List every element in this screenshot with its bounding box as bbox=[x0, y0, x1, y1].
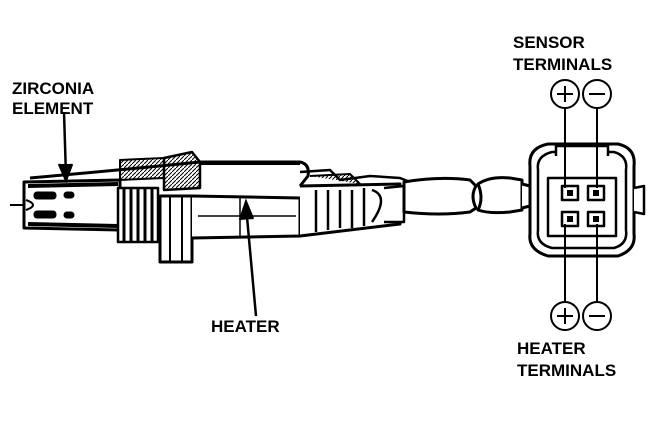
terminal-leaders bbox=[564, 108, 598, 302]
heater-terminals-label-line2: TERMINALS bbox=[517, 361, 616, 380]
sensor-polarity bbox=[550, 79, 612, 109]
zirconia-probe bbox=[22, 178, 122, 232]
heater-polarity bbox=[550, 301, 612, 331]
sensor-terminals-label-line2: TERMINALS bbox=[513, 55, 612, 74]
heater-terminals-label-line1: HEATER bbox=[517, 339, 586, 358]
hex-nut bbox=[119, 150, 202, 264]
threaded-section bbox=[116, 186, 160, 244]
cable bbox=[402, 176, 532, 216]
zirconia-callout bbox=[57, 111, 74, 184]
cable-boot bbox=[299, 168, 411, 238]
connector bbox=[528, 142, 646, 258]
heater-label: HEATER bbox=[211, 317, 280, 336]
zirconia-label-line1: ZIRCONIA bbox=[12, 79, 94, 98]
sensor-body bbox=[22, 150, 411, 264]
heater-callout bbox=[238, 198, 258, 317]
sensor-terminals-label-line1: SENSOR bbox=[513, 33, 585, 52]
zirconia-label-line2: ELEMENT bbox=[12, 99, 94, 118]
upper-housing bbox=[29, 160, 310, 187]
